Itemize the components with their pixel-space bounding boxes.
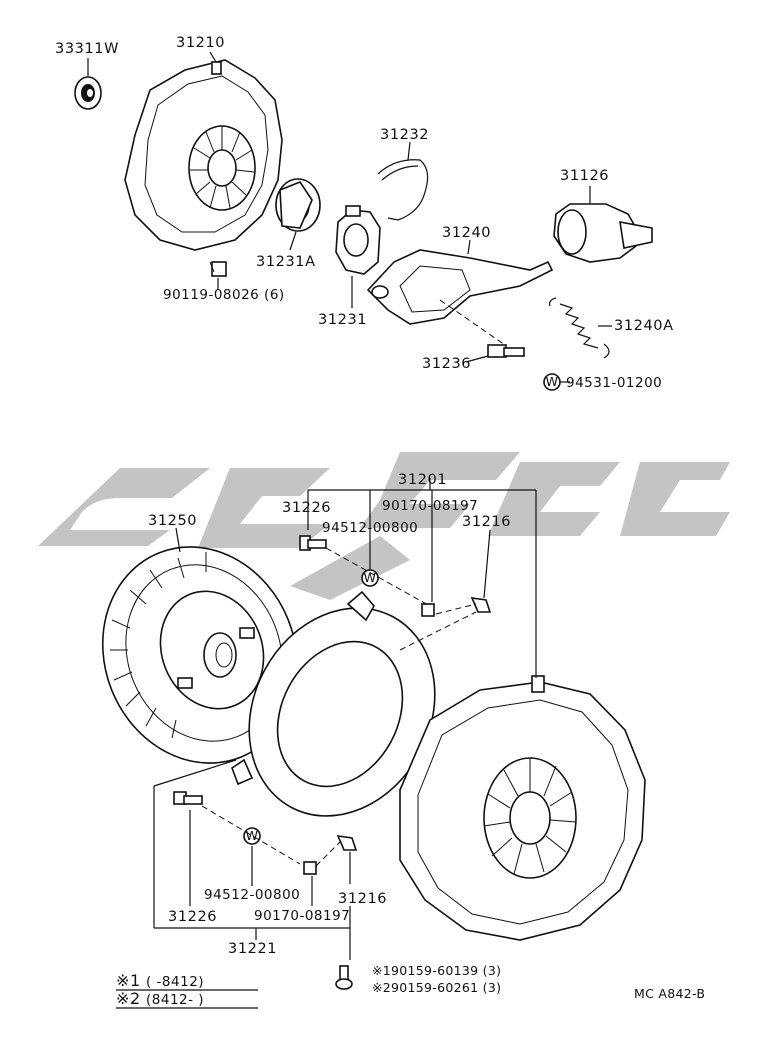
- label-31216-bottom: 31216: [338, 891, 387, 907]
- washer-94512-bottom: W: [243, 827, 261, 845]
- note-1: ※190159-60139 (3): [372, 963, 501, 978]
- pressure-plate: [231, 590, 436, 817]
- label-31250: 31250: [148, 513, 197, 529]
- clutch-cover-small: [124, 59, 283, 251]
- clip-31216-top: [470, 597, 492, 613]
- bottom-leader-lines: [153, 478, 537, 960]
- legend-1-mark: ※1: [116, 971, 141, 990]
- clutch-disc: [101, 546, 299, 764]
- assembly-dash-lines: [201, 547, 477, 867]
- clip-31216-bottom: [336, 835, 358, 851]
- washer-w-label: W: [246, 828, 259, 843]
- bolt-90119: [209, 261, 227, 277]
- hub-clip: [377, 159, 429, 221]
- label-94531: 94531-01200: [566, 375, 662, 391]
- label-90170-bottom: 90170-08197: [254, 908, 350, 924]
- label-31231: 31231: [318, 312, 367, 328]
- washer-94531: W: [543, 373, 561, 391]
- label-31240: 31240: [442, 225, 491, 241]
- release-fork: [366, 249, 554, 325]
- label-31232: 31232: [380, 127, 429, 143]
- legend-2-mark: ※2: [116, 989, 141, 1008]
- top-leader-lines: [87, 51, 612, 383]
- label-94512-top: 94512-00800: [322, 520, 418, 536]
- note-2: ※290159-60261 (3): [372, 980, 501, 995]
- washer-w-label: W: [546, 374, 559, 389]
- label-31240a: 31240A: [614, 318, 674, 334]
- nut-90170-top: [421, 603, 435, 617]
- screw-90159: [335, 965, 353, 990]
- label-31126: 31126: [560, 168, 609, 184]
- pivot-stud: [439, 299, 525, 358]
- nut-90170-bottom: [303, 861, 317, 875]
- bolt-31226-bottom: [173, 791, 203, 805]
- label-31231a: 31231A: [256, 254, 316, 270]
- pilot-bearing: [74, 76, 102, 110]
- label-90170-top: 90170-08197: [382, 498, 478, 514]
- washer-94512-top: W: [361, 569, 379, 587]
- legend-2-range: (8412- ): [146, 992, 204, 1008]
- label-31210: 31210: [176, 35, 225, 51]
- legend: ※1 ( -8412) ※2 (8412- ): [116, 971, 258, 1009]
- return-spring: [549, 297, 610, 359]
- bolt-31226-top: [299, 535, 327, 551]
- release-hub: [335, 205, 381, 275]
- clutch-cover-large: [399, 675, 646, 941]
- label-31201: 31201: [398, 472, 447, 488]
- label-31216-top: 31216: [462, 514, 511, 530]
- label-31236: 31236: [422, 356, 471, 372]
- label-31226-bottom: 31226: [168, 909, 217, 925]
- label-94512-bottom: 94512-00800: [204, 887, 300, 903]
- release-bearing: [275, 178, 321, 232]
- label-31221: 31221: [228, 941, 277, 957]
- diagram-code: MC A842-B: [634, 986, 705, 1001]
- label-31226-top: 31226: [282, 500, 331, 516]
- watermark-logo: [38, 452, 730, 600]
- label-90119: 90119-08026 (6): [163, 287, 285, 303]
- release-cylinder: [553, 203, 653, 263]
- legend-1-range: ( -8412): [146, 974, 204, 990]
- label-33311w: 33311W: [55, 41, 119, 57]
